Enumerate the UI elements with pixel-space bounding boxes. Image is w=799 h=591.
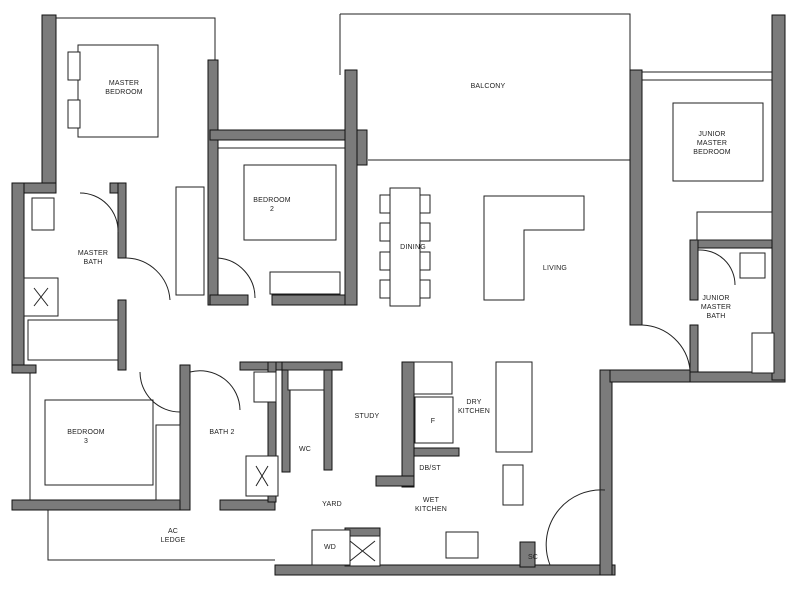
fridge xyxy=(414,396,454,444)
label-dining: DINING xyxy=(400,244,426,251)
label-wd: WD xyxy=(324,544,336,551)
label-bedroom-3: BEDROOM xyxy=(67,429,105,436)
label-balcony: BALCONY xyxy=(471,83,506,90)
label-wet-kitchen: WET xyxy=(423,497,440,504)
label-junior-master-bedroom: MASTER xyxy=(697,140,727,147)
label-ac-ledge: LEDGE xyxy=(161,537,186,544)
label-junior-master-bath: BATH xyxy=(707,313,726,320)
label-bedroom-3: 3 xyxy=(84,438,88,445)
label-master-bath: MASTER xyxy=(78,250,108,257)
doors xyxy=(79,192,736,566)
dining-table xyxy=(389,187,421,307)
room-labels: MASTER BEDROOM BALCONY BEDROOM 2 JUNIOR … xyxy=(67,80,731,561)
label-sc: SC xyxy=(528,554,538,561)
label-master-bath: BATH xyxy=(84,259,103,266)
bathtub xyxy=(27,319,119,361)
label-ac-ledge: AC xyxy=(168,528,178,535)
hob xyxy=(445,531,479,559)
furniture xyxy=(23,44,775,567)
sofa xyxy=(483,195,585,301)
label-wc: WC xyxy=(299,446,311,453)
label-bedroom-2: 2 xyxy=(270,206,274,213)
walls xyxy=(11,14,786,576)
label-master-bedroom: MASTER xyxy=(109,80,139,87)
bedroom3-bed xyxy=(44,399,154,486)
shower xyxy=(751,332,775,374)
outlines xyxy=(20,13,772,561)
label-db-st: DB/ST xyxy=(419,465,441,472)
wardrobe xyxy=(155,424,181,501)
master-bed xyxy=(77,44,159,138)
label-junior-master-bedroom: BEDROOM xyxy=(693,149,731,156)
junior-bed xyxy=(672,102,764,182)
label-dry-kitchen: KITCHEN xyxy=(458,408,490,415)
label-master-bedroom: BEDROOM xyxy=(105,89,143,96)
label-bath-2: BATH 2 xyxy=(209,429,234,436)
label-wet-kitchen: KITCHEN xyxy=(415,506,447,513)
wardrobe xyxy=(175,186,205,296)
label-living: LIVING xyxy=(543,265,567,272)
bedroom2-bed xyxy=(243,164,337,241)
washer-dryer xyxy=(311,529,351,566)
label-yard: YARD xyxy=(322,501,342,508)
label-dry-kitchen: DRY xyxy=(466,399,481,406)
label-study: STUDY xyxy=(355,413,380,420)
kitchen-counter xyxy=(495,361,533,453)
label-bedroom-2: BEDROOM xyxy=(253,197,291,204)
wardrobe xyxy=(269,271,341,295)
label-junior-master-bedroom: JUNIOR xyxy=(698,131,725,138)
label-junior-master-bath: JUNIOR xyxy=(702,295,729,302)
label-fridge: F xyxy=(431,418,435,425)
wardrobe xyxy=(696,211,773,241)
shower xyxy=(287,369,325,391)
label-junior-master-bath: MASTER xyxy=(701,304,731,311)
